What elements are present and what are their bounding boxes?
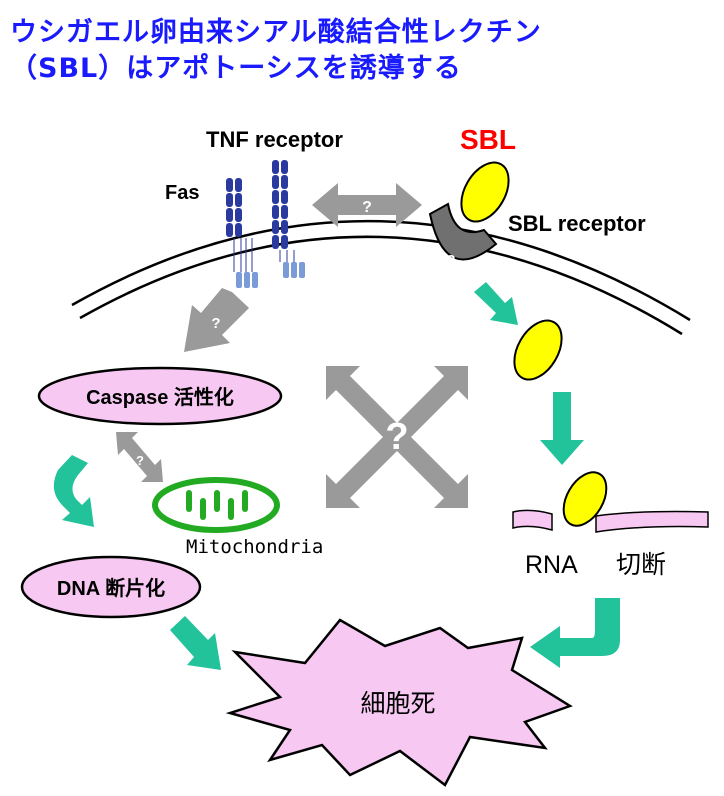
dna-label: DNA 断片化 (57, 576, 165, 600)
rna-strand (512, 509, 709, 533)
sbl-lectin-on-rna (562, 471, 608, 527)
sbl-receptor: ? (428, 202, 498, 269)
title-line-2: （SBL）はアポトーシスを誘導する (10, 53, 462, 84)
fas-receptor (226, 178, 258, 288)
cell-death-node: 細胞死 (225, 618, 573, 787)
question-mark-caspase: ? (211, 315, 220, 332)
caspase-mitochondria-arrow: ? (116, 432, 163, 482)
mitochondria-icon (152, 477, 280, 533)
rna-to-death-arrow (530, 598, 620, 668)
title-line-1: ウシガエル卵由来シアル酸結合性レクチン (10, 17, 542, 48)
dna-to-death-arrow (170, 616, 221, 670)
caspase-label: Caspase 活性化 (86, 385, 234, 409)
question-mark-mito: ? (136, 453, 144, 468)
question-mark-crosstalk: ? (362, 199, 372, 216)
receptor-to-caspase-arrow: ? (184, 288, 249, 352)
unknown-crosstalk-icon: ? (326, 366, 468, 508)
fas-label: Fas (165, 182, 199, 204)
question-mark-receptor: ? (446, 252, 455, 269)
cell-membrane-outer (71, 219, 691, 322)
cell-membrane-inner (79, 235, 683, 336)
dna-fragmentation-node (20, 555, 202, 619)
internalization-arrow (474, 282, 518, 325)
tnf-receptor (272, 160, 305, 278)
cell-death-label: 細胞死 (360, 689, 435, 718)
caspase-activation-node (37, 366, 283, 426)
tnf-receptor-label: TNF receptor (206, 127, 343, 152)
sbl-to-rna-arrow (540, 392, 584, 465)
rna-cleavage-label: 切断 (616, 550, 666, 579)
receptor-crosstalk-arrow: ? (312, 183, 422, 227)
sbl-receptor-label: SBL receptor (508, 211, 646, 236)
sbl-label: SBL (460, 124, 516, 155)
sbl-lectin-internalized (513, 319, 563, 381)
question-mark-center: ? (385, 416, 408, 458)
sbl-lectin-top (460, 161, 510, 223)
rna-label: RNA (525, 551, 578, 579)
caspase-to-dna-arrow (53, 455, 94, 527)
mitochondria-label: Mitochondria (186, 536, 323, 558)
